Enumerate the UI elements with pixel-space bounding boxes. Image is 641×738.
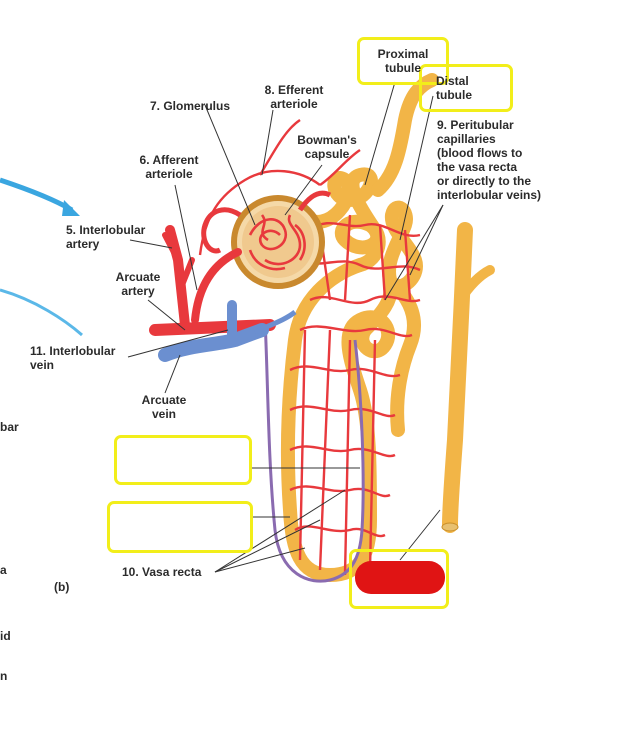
blue-arrow-upper-head <box>62 200 80 216</box>
cutoff-text-bar: bar <box>0 420 19 434</box>
blue-arrow-upper <box>0 177 74 213</box>
collecting-duct-label-box <box>349 549 449 609</box>
cutoff-text-n: n <box>0 669 8 683</box>
label-arcuate-vein: Arcuate vein <box>141 393 187 421</box>
label-peritubular-capillaries: 9. Peritubular capillaries (blood flows … <box>437 118 542 202</box>
label-distal-tubule: Distal tubule <box>436 74 472 102</box>
distal-tubule-highlight <box>419 64 513 112</box>
label-interlobular-artery: 5. Interlobular artery <box>66 223 146 251</box>
cutoff-text-a: a <box>0 563 7 577</box>
collecting-duct-branch <box>455 265 495 305</box>
arcuate-artery <box>149 319 276 336</box>
peritubular-capillary-network <box>198 119 421 576</box>
collecting-duct <box>442 222 473 533</box>
label-afferent-arteriole: 6. Afferent arteriole <box>139 153 199 181</box>
label-glomerulus: 7. Glomerulus <box>150 99 231 113</box>
afferent-arteriole <box>191 248 242 324</box>
leader-lines <box>127 81 444 573</box>
blank-label-box-2 <box>107 501 253 553</box>
vein-to-vasa-recta <box>253 309 297 335</box>
label-efferent-arteriole: 8. Efferent arteriole <box>264 83 324 111</box>
label-interlobular-vein: 11. Interlobular vein <box>30 344 116 372</box>
glomerulus-capillaries <box>248 214 306 271</box>
efferent-arteriole-out <box>297 190 332 212</box>
redacted-label <box>355 561 445 594</box>
label-panel-b: (b) <box>54 580 70 594</box>
blank-label-box-1 <box>114 435 252 485</box>
proximal-tubule-highlight <box>357 37 449 85</box>
label-arcuate-artery: Arcuate artery <box>115 270 161 298</box>
vasa-recta <box>263 319 365 583</box>
efferent-arteriole <box>201 207 242 254</box>
cutoff-text-id: id <box>0 629 11 643</box>
label-vasa-recta: 10. Vasa recta <box>122 565 202 579</box>
label-proximal-tubule: Proximal tubule <box>377 47 429 75</box>
label-bowmans-capsule: Bowman's capsule <box>297 133 357 161</box>
collecting-duct-end <box>441 522 459 532</box>
blue-arrow-lower <box>0 288 83 337</box>
